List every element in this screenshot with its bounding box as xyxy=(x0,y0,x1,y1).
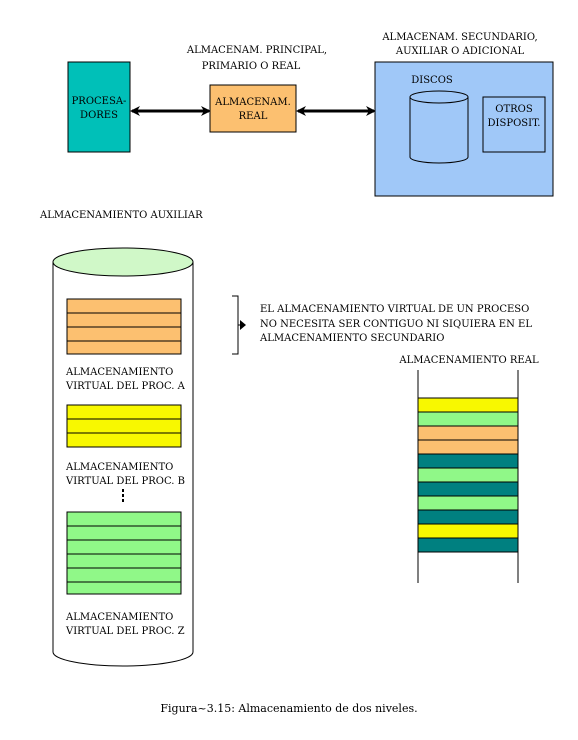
real-storage-frames xyxy=(417,397,519,553)
real-storage-label-1: ALMACENAM. xyxy=(214,97,291,108)
note-line-3: ALMACENAMIENTO SECUNDARIO xyxy=(259,333,444,344)
aux-storage-title: ALMACENAMIENTO AUXILIAR xyxy=(39,210,203,221)
note-line-1: EL ALMACENAMIENTO VIRTUAL DE UN PROCESO xyxy=(260,304,529,315)
secondary-caption-2: AUXILIAR O ADICIONAL xyxy=(395,46,525,57)
note-line-2: NO NECESITA SER CONTIGUO NI SIQUIERA EN … xyxy=(260,319,532,330)
right-brace-arrow-icon xyxy=(232,295,246,355)
proc-b-label-2: VIRTUAL DEL PROC. B xyxy=(65,476,185,487)
main-storage-caption-1: ALMACENAM. PRINCIPAL, xyxy=(186,45,327,56)
other-devices-label-2: DISPOSIT. xyxy=(488,118,541,129)
processors-label-2: DORES xyxy=(80,110,118,121)
proc-b-label-1: ALMACENAMIENTO xyxy=(65,462,173,473)
proc-z-blocks xyxy=(66,511,182,595)
proc-a-label-1: ALMACENAMIENTO xyxy=(65,367,173,378)
other-devices-label-1: OTROS xyxy=(495,104,533,115)
proc-a-blocks xyxy=(66,298,182,355)
secondary-caption-1: ALMACENAM. SECUNDARIO, xyxy=(381,32,537,43)
figure-caption: Figura~3.15: Almacenamiento de dos nivel… xyxy=(160,702,417,715)
processors-box xyxy=(67,61,131,153)
main-storage-caption-2: PRIMARIO O REAL xyxy=(202,61,301,72)
real-storage-title: ALMACENAMIENTO REAL xyxy=(398,355,539,366)
proc-b-blocks xyxy=(66,404,182,448)
disks-label: DISCOS xyxy=(411,75,453,86)
proc-z-label-1: ALMACENAMIENTO xyxy=(65,612,173,623)
disk-icon xyxy=(409,90,469,164)
processors-label-1: PROCESA- xyxy=(72,96,127,107)
other-devices-box xyxy=(482,96,546,153)
proc-a-label-2: VIRTUAL DEL PROC. A xyxy=(65,381,186,392)
real-storage-box xyxy=(209,84,297,133)
real-storage-label-2: REAL xyxy=(239,111,268,122)
proc-z-label-2: VIRTUAL DEL PROC. Z xyxy=(65,626,185,637)
